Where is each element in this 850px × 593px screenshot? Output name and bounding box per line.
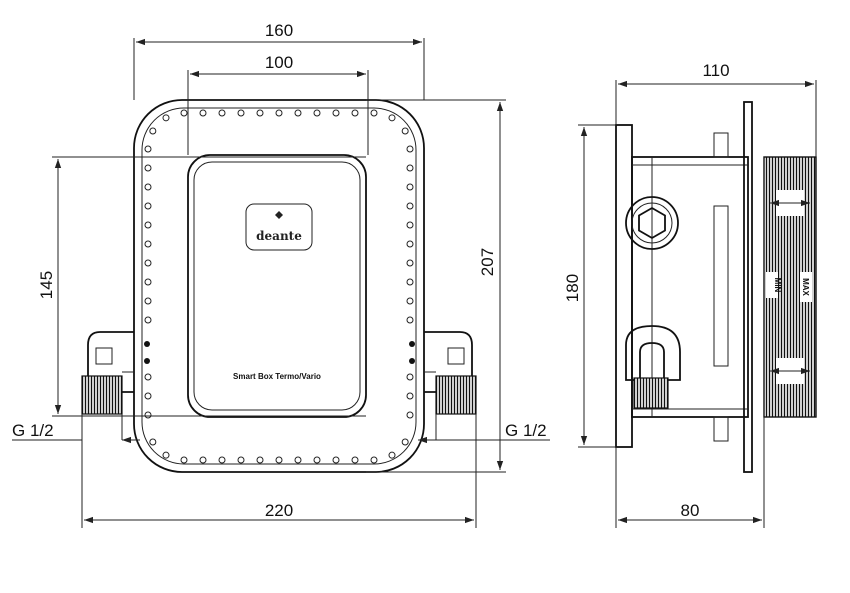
frame-hole xyxy=(162,451,170,459)
dim-bottom-width: 220 xyxy=(265,501,293,520)
frame-hole xyxy=(406,411,414,419)
frame-hole xyxy=(406,221,414,229)
inner-box-edge xyxy=(193,161,361,411)
frame-hole xyxy=(144,373,152,381)
outer-frame-inner-edge xyxy=(141,107,417,465)
frame-hole xyxy=(401,127,409,135)
logo-frame xyxy=(245,203,313,251)
frame-hole xyxy=(149,127,157,135)
frame-hole xyxy=(370,109,378,117)
frame-hole xyxy=(144,316,152,324)
dim-top-depth: 110 xyxy=(702,61,729,80)
dim-left-height: 145 xyxy=(37,271,56,299)
frame-hole xyxy=(144,164,152,172)
frame-hole xyxy=(294,456,302,464)
right-thread-fitting xyxy=(435,375,477,415)
frame-hole xyxy=(313,456,321,464)
dim-side-height: 180 xyxy=(563,274,582,302)
frame-hole xyxy=(406,373,414,381)
frame-hole xyxy=(401,438,409,446)
frame-hole xyxy=(313,109,321,117)
frame-hole xyxy=(406,316,414,324)
frame-hole xyxy=(406,259,414,267)
frame-hole xyxy=(275,456,283,464)
frame-hole xyxy=(275,109,283,117)
dim-top-outer: 160 xyxy=(265,21,293,40)
frame-hole xyxy=(332,109,340,117)
front-view: deante Smart Box Termo/Vario 160 xyxy=(12,21,550,528)
frame-hole xyxy=(162,114,170,122)
frame-hole xyxy=(144,392,152,400)
thread-left-label: G 1/2 xyxy=(12,421,54,440)
thread-right-label: G 1/2 xyxy=(505,421,547,440)
right-bracket xyxy=(424,331,477,415)
frame-hole xyxy=(218,109,226,117)
frame-hole xyxy=(237,109,245,117)
lower-pipe-fitting xyxy=(625,325,681,409)
frame-hole xyxy=(144,145,152,153)
frame-hole xyxy=(144,202,152,210)
frame-hole xyxy=(256,109,264,117)
frame-hole xyxy=(149,438,157,446)
frame-hole xyxy=(199,109,207,117)
dim-bottom-depth: 80 xyxy=(681,501,700,520)
hex-nut-icon xyxy=(625,196,679,250)
outer-frame xyxy=(133,99,425,473)
frame-hole xyxy=(406,297,414,305)
frame-hole xyxy=(406,240,414,248)
frame-hole xyxy=(332,456,340,464)
side-front-plate xyxy=(615,124,633,448)
left-thread-fitting xyxy=(81,375,123,415)
dim-top-inner: 100 xyxy=(265,53,293,72)
frame-hole xyxy=(406,202,414,210)
frame-hole xyxy=(199,456,207,464)
frame-hole xyxy=(180,456,188,464)
frame-hole xyxy=(144,297,152,305)
side-body xyxy=(631,156,749,418)
frame-hole xyxy=(406,278,414,286)
label-max: MAX xyxy=(801,278,810,296)
frame-hole xyxy=(406,164,414,172)
logo-text: deante xyxy=(256,229,302,243)
frame-hole xyxy=(144,411,152,419)
product-label: Smart Box Termo/Vario xyxy=(233,372,321,381)
frame-hole xyxy=(237,456,245,464)
frame-hole xyxy=(388,451,396,459)
frame-hole xyxy=(144,240,152,248)
side-back-plate xyxy=(743,101,753,473)
side-view: MIN MAX 110 180 80 xyxy=(563,61,817,528)
deante-logo: deante xyxy=(245,203,313,251)
frame-hole xyxy=(351,456,359,464)
frame-hole xyxy=(370,456,378,464)
frame-hole xyxy=(406,392,414,400)
frame-hole xyxy=(144,278,152,286)
label-min: MIN xyxy=(773,278,782,293)
frame-hole xyxy=(218,456,226,464)
frame-hole xyxy=(294,109,302,117)
frame-hole xyxy=(406,183,414,191)
frame-hole xyxy=(144,259,152,267)
frame-hole xyxy=(144,221,152,229)
dim-right-height: 207 xyxy=(478,248,497,276)
logo-diamond-icon xyxy=(275,211,283,219)
frame-hole xyxy=(256,456,264,464)
inner-box xyxy=(187,154,367,418)
left-bracket xyxy=(81,331,134,415)
frame-hole xyxy=(406,145,414,153)
frame-hole xyxy=(180,109,188,117)
frame-hole xyxy=(144,183,152,191)
frame-hole xyxy=(351,109,359,117)
frame-hole xyxy=(388,114,396,122)
